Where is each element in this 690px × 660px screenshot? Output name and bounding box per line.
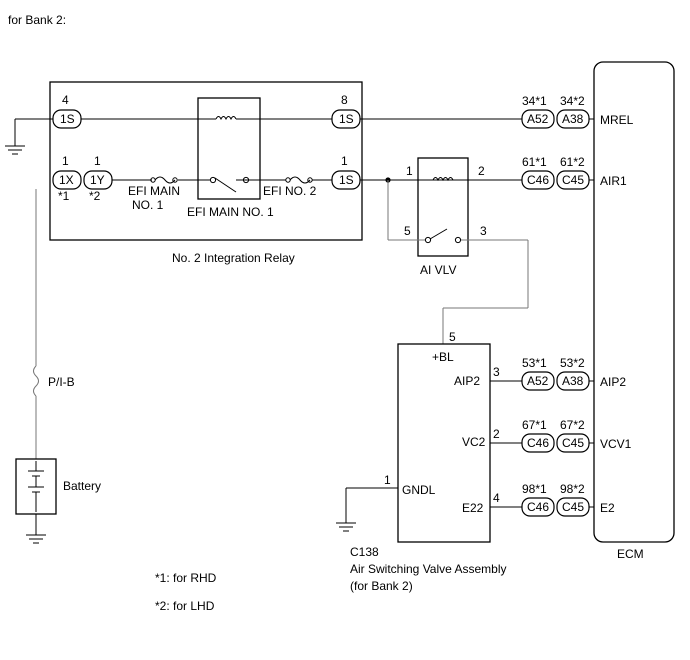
integration-relay-label: No. 2 Integration Relay [172,251,295,265]
ecm-label: ECM [617,547,644,561]
battery-label: Battery [63,479,101,493]
ecm-pin-number: 61*2 [560,155,585,169]
asv-term-vc2: VC2 [462,435,486,449]
connector-1s-pin4 [52,109,82,129]
ai-vlv-pin-1: 1 [406,164,413,178]
battery-icon [28,461,44,512]
ecm-box [593,61,675,543]
connector-1s-pin8-label: 1S [339,112,354,126]
asv-term-e22: E22 [462,501,484,515]
asv-name-1: Air Switching Valve Assembly [350,562,507,576]
relay-pin-8: 8 [341,93,348,107]
efi-no2-fuse-icon [285,176,313,184]
relay-pin-1x: 1 [62,154,69,168]
ai-vlv-box [417,157,469,257]
ecm-signal-vcv1: VCV1 [600,437,632,451]
connector-1s-pin8 [331,109,361,129]
ecm-connector-label: C46 [527,173,549,187]
connector-1x [52,170,82,190]
efi-main-relay-box [197,97,261,200]
ecm-connector-label: C46 [527,500,549,514]
relay-pin-1s: 1 [341,154,348,168]
ai-vlv-coil-icon [432,177,454,182]
pib-fuse-icon [33,365,39,397]
note-lhd: *2: for LHD [155,599,215,613]
ground-symbol-left [5,118,55,155]
ecm-connector-label: A38 [562,374,584,388]
efi-main-fuse-icon [150,176,178,184]
ecm-signal-air1: AIR1 [600,174,627,188]
note-rhd: *1: for RHD [155,571,217,585]
ecm-connector-c46 [521,433,555,453]
ecm-pin-number: 34*1 [522,94,547,108]
asv-term-aip2: AIP2 [454,374,480,388]
asv-pin-vc2: 2 [493,427,500,441]
ai-vlv-pin-5: 5 [404,224,411,238]
ecm-connector-c46 [521,497,555,517]
ecm-connector-a52 [521,109,555,129]
ecm-signal-aip2: AIP2 [600,375,626,389]
connector-1s-pin1-label: 1S [339,173,354,187]
asv-pin-gndl: 1 [384,473,391,487]
connector-1y-label: 1Y [90,173,105,187]
ground-symbol-asv [336,487,398,532]
ecm-pin-number: 67*2 [560,418,585,432]
relay-pin-1y: 1 [94,154,101,168]
connector-1s-pin1 [331,170,361,190]
ecm-pin-number: 98*1 [522,482,547,496]
ai-vlv-pin-3: 3 [480,224,487,238]
connector-1y-note: *2 [89,189,101,203]
ecm-pin-number: 53*2 [560,356,585,370]
asv-pin-aip2: 3 [493,365,500,379]
connector-1y [83,170,113,190]
ecm-connector-label: C46 [527,436,549,450]
ecm-connector-label: A52 [527,374,549,388]
ecm-pin-number: 98*2 [560,482,585,496]
ecm-pin-number: 61*1 [522,155,547,169]
ecm-connector-label: C45 [562,436,584,450]
asv-term-bl: +BL [432,350,454,364]
ecm-pin-number: 67*1 [522,418,547,432]
efi-main-relay-switch-icon [209,176,258,193]
efi-main-relay-label: EFI MAIN NO. 1 [187,205,274,219]
ai-vlv-switch-icon [387,180,529,344]
header-label: for Bank 2: [8,13,66,27]
ecm-pin-number: 34*2 [560,94,585,108]
efi-main-fuse-label-2: NO. 1 [132,198,164,212]
ecm-connector-a52 [521,371,555,391]
ecm-signal-e2: E2 [600,501,615,515]
asv-pin-e22: 4 [493,491,500,505]
efi-main-relay-coil-icon [215,116,237,121]
integration-relay-box [49,81,363,241]
connector-1x-label: 1X [59,173,74,187]
ai-vlv-pin-2: 2 [478,164,485,178]
connector-1x-note: *1 [58,189,70,203]
connector-1s-pin4-label: 1S [60,112,75,126]
ai-vlv-label: AI VLV [420,263,456,277]
asv-name-2: (for Bank 2) [350,579,413,593]
asv-term-gndl: GNDL [402,483,436,497]
ground-symbol-battery [26,514,46,544]
ecm-pin-number: 53*1 [522,356,547,370]
ecm-connector-label: A38 [562,112,584,126]
ecm-connector-label: A52 [527,112,549,126]
efi-main-fuse-label-1: EFI MAIN [128,184,180,198]
asv-code: C138 [350,545,379,559]
efi-no2-fuse-label: EFI NO. 2 [263,184,317,198]
pib-fuse-label: P/I-B [48,375,75,389]
ecm-connector-label: C45 [562,173,584,187]
ecm-connector-c46 [521,170,555,190]
asv-pin-bl: 5 [449,330,456,344]
ecm-connector-label: C45 [562,500,584,514]
ecm-signal-mrel: MREL [600,113,634,127]
relay-pin-4: 4 [62,93,69,107]
